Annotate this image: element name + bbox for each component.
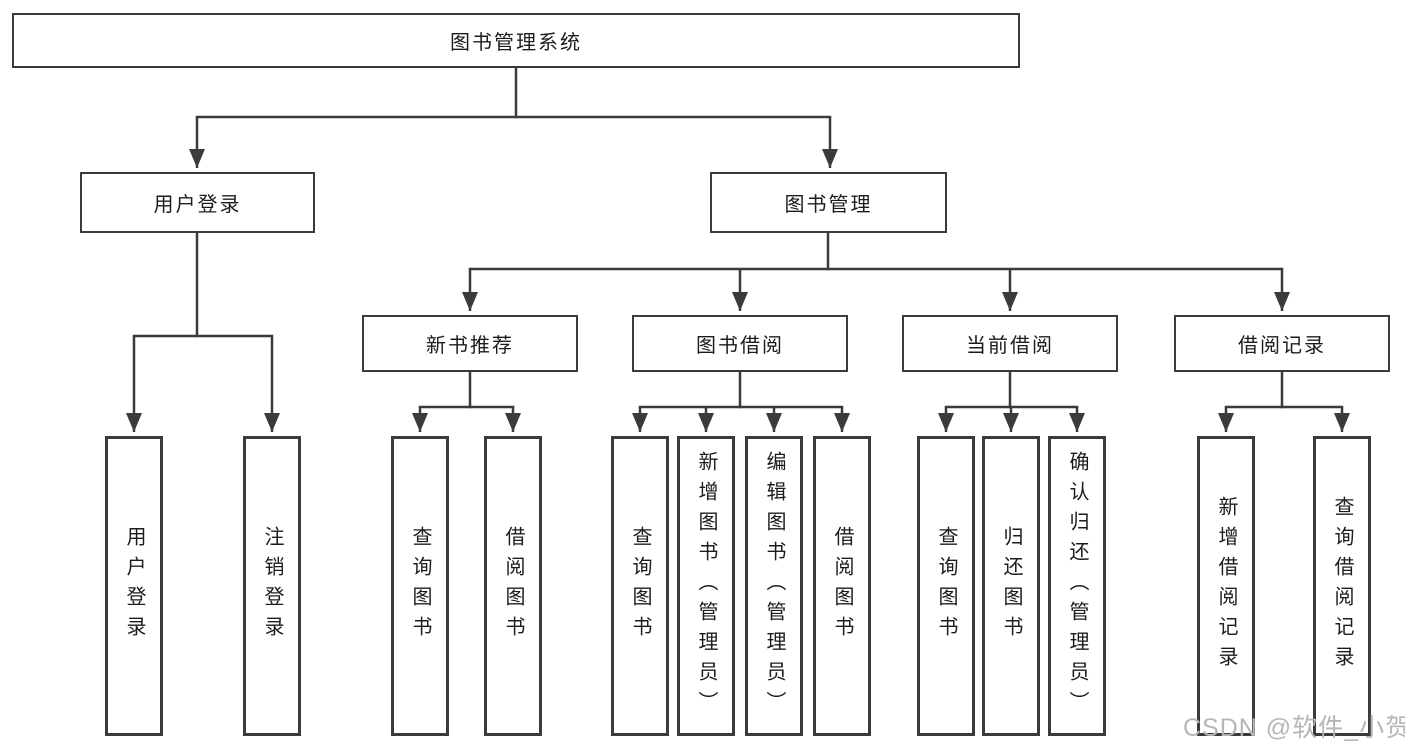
node-current-borrowing: 当前借阅 <box>902 315 1118 372</box>
leaf-query-books-borrowing: 查询图书 <box>611 436 669 736</box>
leaf-query-books-recommend-label: 查询图书 <box>409 526 431 646</box>
leaf-return-books-label: 归还图书 <box>1000 526 1022 646</box>
leaf-confirm-return-admin: 确认归还（管理员） <box>1048 436 1106 736</box>
csdn-watermark: CSDN @软件_小贺同学 <box>1183 714 1405 742</box>
leaf-edit-books-admin-label: 编辑图书（管理员） <box>763 451 785 721</box>
node-new-book-recommend: 新书推荐 <box>362 315 578 372</box>
leaf-logout-label: 注销登录 <box>261 526 283 646</box>
node-book-borrowing: 图书借阅 <box>632 315 848 372</box>
leaf-add-borrow-record-label: 新增借阅记录 <box>1215 496 1237 676</box>
leaf-query-books-borrowing-label: 查询图书 <box>629 526 651 646</box>
leaf-confirm-return-admin-label: 确认归还（管理员） <box>1066 451 1088 721</box>
leaf-borrow-books-recommend-label: 借阅图书 <box>502 526 524 646</box>
leaf-query-books-current: 查询图书 <box>917 436 975 736</box>
leaf-query-books-recommend: 查询图书 <box>391 436 449 736</box>
leaf-return-books: 归还图书 <box>982 436 1040 736</box>
leaf-borrow-books-recommend: 借阅图书 <box>484 436 542 736</box>
leaf-user-login: 用户登录 <box>105 436 163 736</box>
leaf-add-books-admin-label: 新增图书（管理员） <box>695 451 717 721</box>
node-root: 图书管理系统 <box>12 13 1020 68</box>
leaf-add-books-admin: 新增图书（管理员） <box>677 436 735 736</box>
leaf-borrow-books: 借阅图书 <box>813 436 871 736</box>
node-borrowing-records: 借阅记录 <box>1174 315 1390 372</box>
node-book-management: 图书管理 <box>710 172 947 233</box>
leaf-borrow-books-label: 借阅图书 <box>831 526 853 646</box>
leaf-user-login-label: 用户登录 <box>123 526 145 646</box>
leaf-edit-books-admin: 编辑图书（管理员） <box>745 436 803 736</box>
leaf-add-borrow-record: 新增借阅记录 <box>1197 436 1255 736</box>
node-user-login: 用户登录 <box>80 172 315 233</box>
leaf-logout: 注销登录 <box>243 436 301 736</box>
leaf-query-borrow-record: 查询借阅记录 <box>1313 436 1371 736</box>
leaf-query-borrow-record-label: 查询借阅记录 <box>1331 496 1353 676</box>
leaf-query-books-current-label: 查询图书 <box>935 526 957 646</box>
